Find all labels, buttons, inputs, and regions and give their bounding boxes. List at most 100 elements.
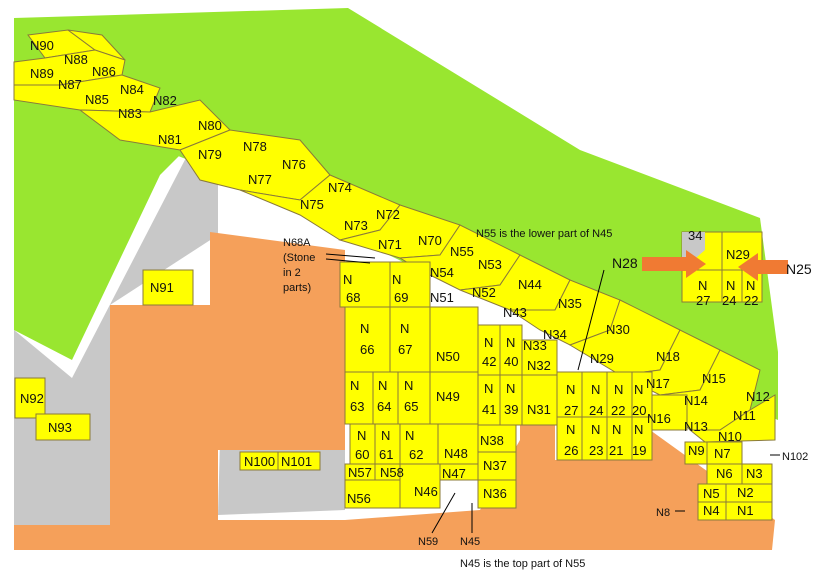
- plot-n2: N2: [737, 485, 754, 500]
- plot-n47: N47: [442, 466, 466, 481]
- plot-n66-number: 66: [360, 342, 374, 357]
- callout-n25: N25: [786, 261, 812, 277]
- plot-n67-number: 67: [398, 342, 412, 357]
- plot-n89: N89: [30, 66, 54, 81]
- plot-n22-prefix: N: [614, 382, 623, 397]
- inset-plot-c-prefix: N: [746, 278, 755, 293]
- callout-n8: N8: [656, 507, 670, 519]
- plot-n27-number: 27: [564, 403, 578, 418]
- plot-n82: N82: [153, 93, 177, 108]
- plot-n30: N30: [606, 322, 630, 337]
- inset-plot-n29: N29: [726, 247, 750, 262]
- plot-n84: N84: [120, 82, 144, 97]
- plot-n17: N17: [646, 376, 670, 391]
- road-area-right: [218, 440, 345, 515]
- inset-plot-b-prefix: N: [726, 278, 735, 293]
- plot-n43: N43: [503, 305, 527, 320]
- plot-shape: [339, 261, 391, 308]
- plot-n22-number: 22: [611, 403, 625, 418]
- inset-plot-a-number: 27: [696, 293, 710, 308]
- building-area: [14, 232, 775, 550]
- plot-n77: N77: [248, 172, 272, 187]
- plot-n50: N50: [436, 349, 460, 364]
- callout-n68a-line1: N68A: [283, 237, 311, 249]
- plot-shape: [651, 394, 688, 431]
- plot-n86: N86: [92, 64, 116, 79]
- n28-arrow: [642, 250, 706, 278]
- plot-n18: N18: [656, 349, 680, 364]
- plot-n90: N90: [30, 38, 54, 53]
- plot-n4: N4: [703, 503, 720, 518]
- plot-n51: N51: [430, 290, 454, 305]
- plot-n19-number: 19: [632, 443, 646, 458]
- plot-shape: [349, 423, 376, 465]
- plot-shape: [399, 423, 439, 465]
- plot-n7: N7: [714, 446, 731, 461]
- plot-n6: N6: [716, 466, 733, 481]
- plot-n68-number: 68: [346, 290, 360, 305]
- plot-n61-prefix: N: [381, 428, 390, 443]
- plot-n75: N75: [300, 197, 324, 212]
- plot-n13: N13: [684, 419, 708, 434]
- plot-n5: N5: [703, 486, 720, 501]
- plot-n12: N12: [746, 389, 770, 404]
- plot-n31: N31: [527, 402, 551, 417]
- plot-n61-number: 61: [379, 447, 393, 462]
- n25-arrow: [738, 253, 788, 281]
- plot-n78: N78: [243, 139, 267, 154]
- plot-n56: N56: [347, 491, 371, 506]
- plot-n41-prefix: N: [484, 381, 493, 396]
- plot-n21-prefix: N: [612, 422, 621, 437]
- plot-n79: N79: [198, 147, 222, 162]
- plot-shape: [477, 423, 517, 453]
- plot-n23-number: 23: [589, 443, 603, 458]
- plot-n35: N35: [558, 296, 582, 311]
- plot-n37: N37: [483, 458, 507, 473]
- plot-n21-number: 21: [609, 443, 623, 458]
- plot-n11: N11: [733, 408, 756, 423]
- plot-n27-prefix: N: [566, 382, 575, 397]
- plot-n38: N38: [480, 433, 504, 448]
- plot-n80: N80: [198, 118, 222, 133]
- plot-n60-prefix: N: [357, 428, 366, 443]
- plot-n53: N53: [478, 257, 502, 272]
- plot-n69-prefix: N: [392, 272, 401, 287]
- callout-n68a-line2: (Stone: [283, 252, 315, 264]
- plot-shape: [13, 74, 161, 113]
- plot-n72: N72: [376, 207, 400, 222]
- plot-n36: N36: [483, 486, 507, 501]
- plot-n3: N3: [746, 466, 763, 481]
- plot-n92: N92: [20, 391, 44, 406]
- plot-shape: [556, 416, 583, 461]
- plot-n73: N73: [344, 218, 368, 233]
- inset-plot-n34: 34: [688, 228, 702, 243]
- callout-n28: N28: [612, 255, 638, 271]
- plot-shape: [631, 416, 653, 461]
- plot-n40-prefix: N: [506, 335, 515, 350]
- plot-n70: N70: [418, 233, 442, 248]
- plot-n71: N71: [378, 237, 402, 252]
- plot-n42-prefix: N: [484, 335, 493, 350]
- plot-n91: N91: [150, 280, 174, 295]
- plot-n76: N76: [282, 157, 306, 172]
- plot-n68-prefix: N: [343, 272, 352, 287]
- plot-n60-number: 60: [355, 447, 369, 462]
- leader-line: [325, 258, 371, 264]
- plot-n1: N1: [737, 503, 754, 518]
- plot-n57: N57: [348, 465, 372, 480]
- callout-n102: N102: [782, 451, 808, 463]
- plot-n16: N16: [647, 411, 671, 426]
- plot-shape: [397, 371, 431, 425]
- plot-shape: [389, 306, 431, 373]
- plot-n33: N33: [523, 338, 547, 353]
- plot-shape: [521, 339, 558, 376]
- plot-n100: N100: [244, 454, 275, 469]
- plot-n46: N46: [414, 484, 438, 499]
- plot-n67-prefix: N: [400, 321, 409, 336]
- plot-n9: N9: [688, 443, 705, 458]
- plot-n29: N29: [590, 351, 614, 366]
- plot-n85: N85: [85, 92, 109, 107]
- plot-shape: [521, 374, 558, 426]
- plot-shape: [374, 423, 401, 465]
